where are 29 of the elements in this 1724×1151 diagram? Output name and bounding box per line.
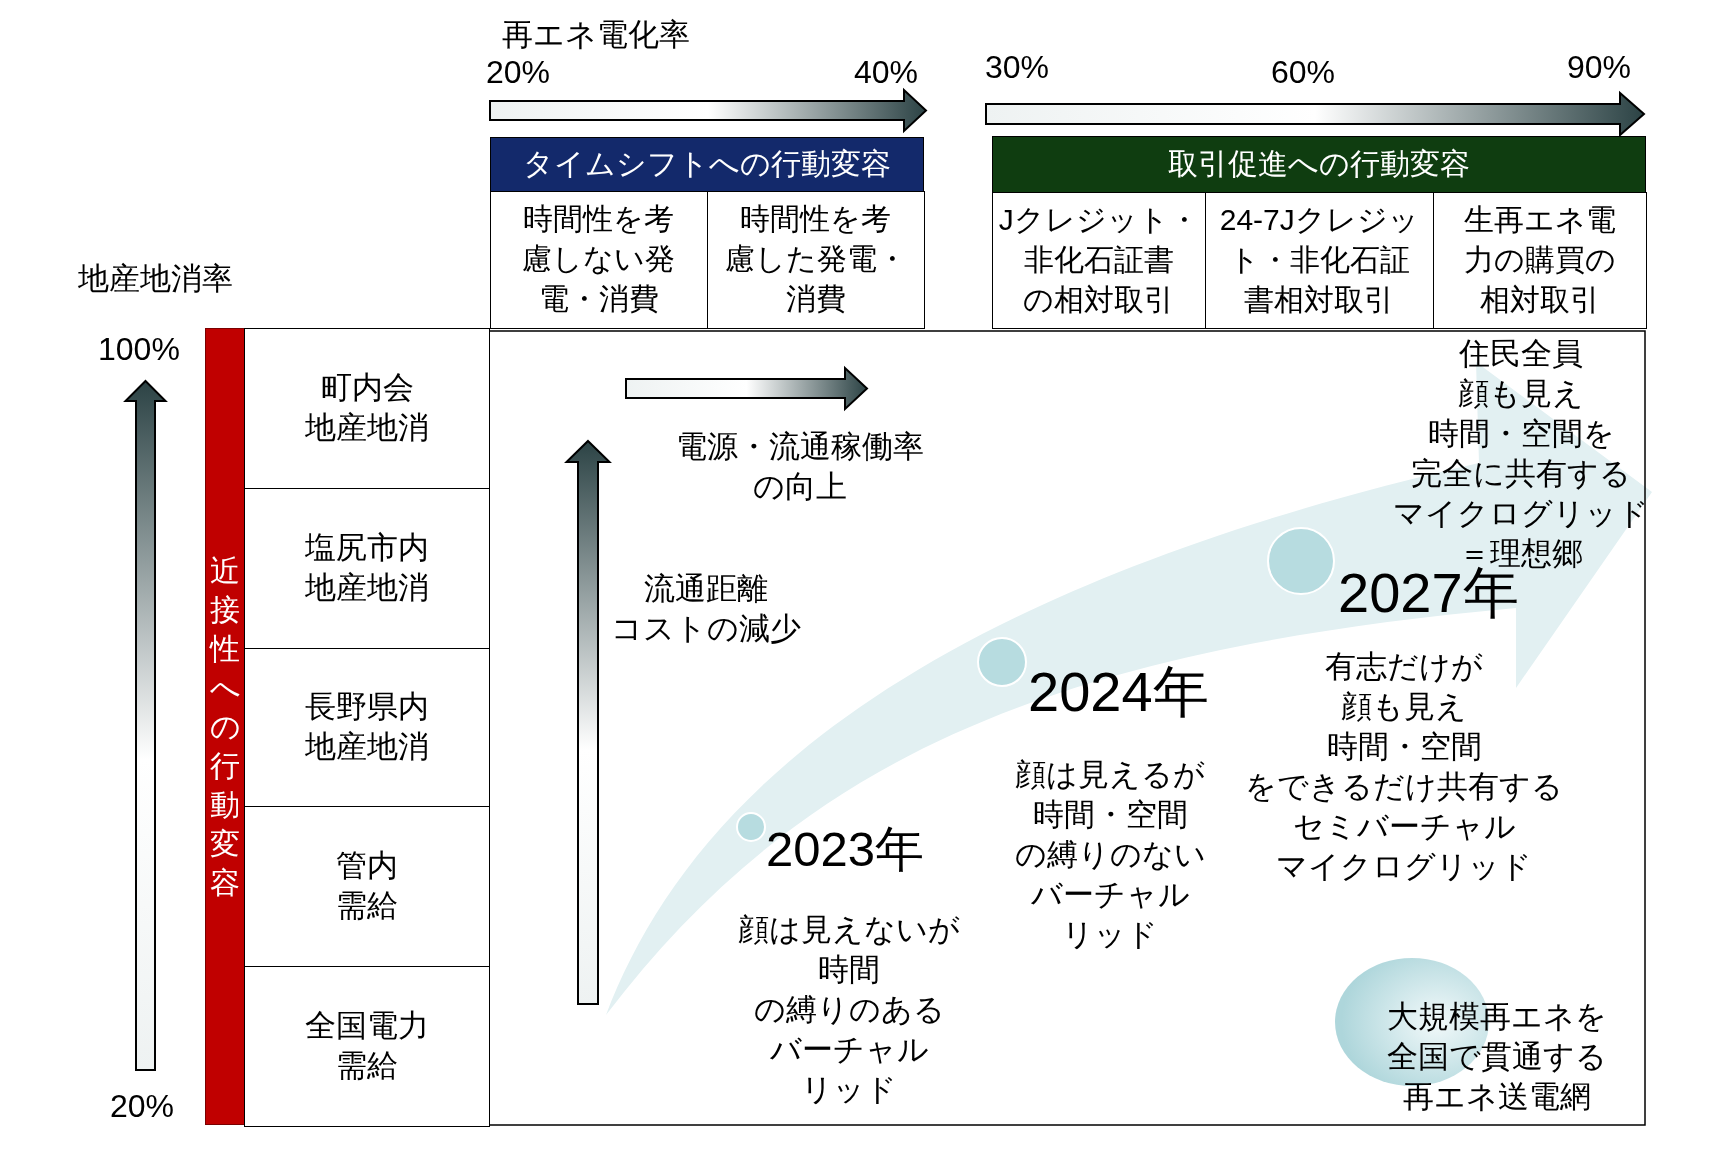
- percent-label: 20%: [110, 1087, 175, 1126]
- arrow-caption: 電源・流通稼働率の向上: [676, 428, 924, 506]
- milestone-description: 顔は見えるが時間・空間の縛りのないバーチャルリッド: [1014, 756, 1206, 954]
- row-cell: 塩尻市内地産地消: [244, 488, 490, 650]
- percent-label: 60%: [1271, 53, 1336, 92]
- percent-label: 90%: [1567, 48, 1632, 87]
- row-cell: 管内需給: [244, 806, 490, 968]
- vertical-banner: 近接性への行動変容: [205, 328, 245, 1125]
- year-label: 2023年: [766, 821, 924, 877]
- percent-label: 100%: [98, 330, 180, 369]
- row-cell: 長野県内地産地消: [244, 648, 490, 808]
- table-frame: [490, 137, 924, 329]
- network-caption: 大規模再エネを全国で貫通する再エネ送電網: [1387, 998, 1607, 1116]
- year-label: 2024年: [1028, 660, 1209, 724]
- table-frame: [992, 136, 1646, 329]
- axis-title: 再エネ電化率: [502, 16, 690, 54]
- axis-title: 地産地消率: [78, 260, 233, 298]
- percent-label: 30%: [985, 48, 1050, 87]
- table-cell: 時間性を考慮した発電・消費: [706, 190, 925, 329]
- header-bar: 取引促進への行動変容: [993, 137, 1645, 192]
- milestone-description: 顔は見えないが時間の縛りのあるバーチャルリッド: [738, 911, 960, 1109]
- percent-label: 20%: [486, 53, 551, 92]
- milestone-description: 有志だけが顔も見え時間・空間をできるだけ共有するセミバーチャルマイクログリッド: [1245, 648, 1563, 886]
- percent-label: 40%: [854, 53, 919, 92]
- row-cell: 全国電力需給: [244, 966, 490, 1127]
- header-bar: タイムシフトへの行動変容: [491, 138, 923, 191]
- arrow-caption: 流通距離コストの減少: [611, 570, 801, 648]
- row-cell: 町内会地産地消: [244, 328, 490, 490]
- table-cell: 生再エネ電力の購買の相対取引: [1432, 191, 1647, 329]
